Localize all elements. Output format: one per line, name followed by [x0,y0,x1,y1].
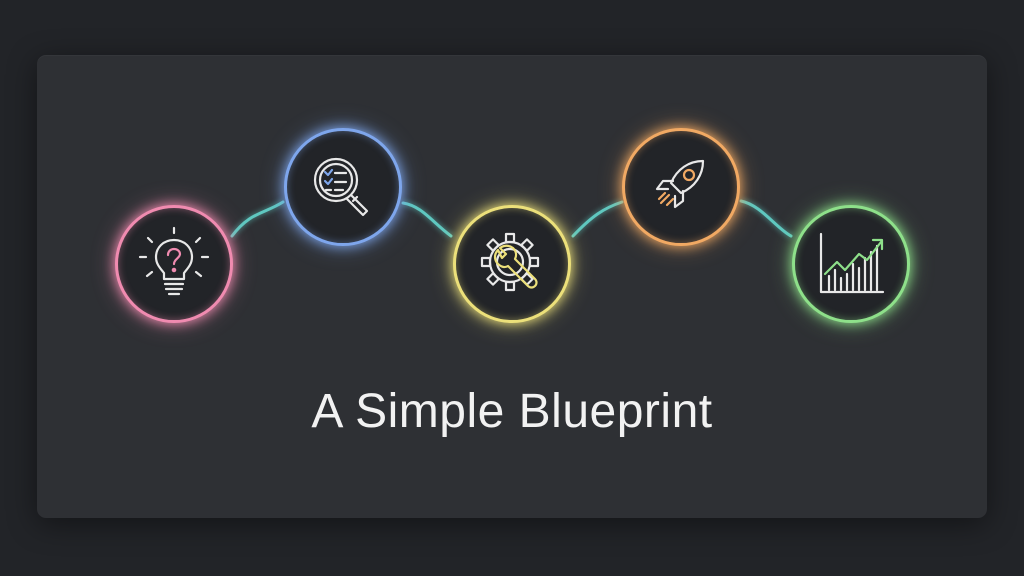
diagram-title: A Simple Blueprint [311,385,713,438]
step-node-idea [115,205,233,323]
step-node-growth [792,205,910,323]
gear-wrench-icon [480,232,540,292]
rocket-icon [655,159,705,209]
magnifier-checklist-icon [313,157,369,217]
growth-chart-icon [819,232,885,294]
step-node-launch [622,128,740,246]
step-node-research [284,128,402,246]
step-node-build [453,205,571,323]
lightbulb-question-icon [138,226,210,296]
